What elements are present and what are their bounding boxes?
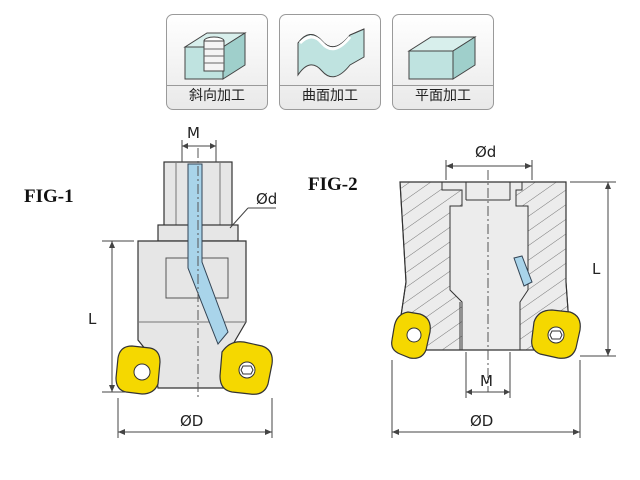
fig2-title: FIG-2 bbox=[308, 174, 358, 195]
fig1-dim-d-outer: ØD bbox=[180, 412, 204, 430]
fig2-dim-d: Ød bbox=[475, 143, 497, 161]
process-label: 斜向加工 bbox=[167, 85, 267, 106]
fig1-dim-l: L bbox=[88, 310, 97, 328]
fig2-dim-d-outer: ØD bbox=[470, 412, 494, 430]
fig2-dim-m: M bbox=[480, 372, 493, 390]
fig1-dim-m: M bbox=[187, 124, 200, 142]
fig1-title: FIG-1 bbox=[24, 186, 74, 207]
angled-machining-icon bbox=[183, 32, 247, 80]
fig2-coolant-channel bbox=[513, 255, 533, 287]
curved-surface-machining-icon bbox=[297, 28, 365, 78]
fig2-dim-l: L bbox=[592, 260, 601, 278]
curved-surface-machining-card: 曲面加工 bbox=[279, 14, 381, 110]
process-label: 平面加工 bbox=[393, 85, 493, 106]
angled-machining-card: 斜向加工 bbox=[166, 14, 268, 110]
fig1-dim-d: Ød bbox=[256, 190, 278, 208]
process-label: 曲面加工 bbox=[280, 85, 380, 106]
flat-surface-machining-card: 平面加工 bbox=[392, 14, 494, 110]
flat-surface-machining-icon bbox=[407, 36, 477, 80]
